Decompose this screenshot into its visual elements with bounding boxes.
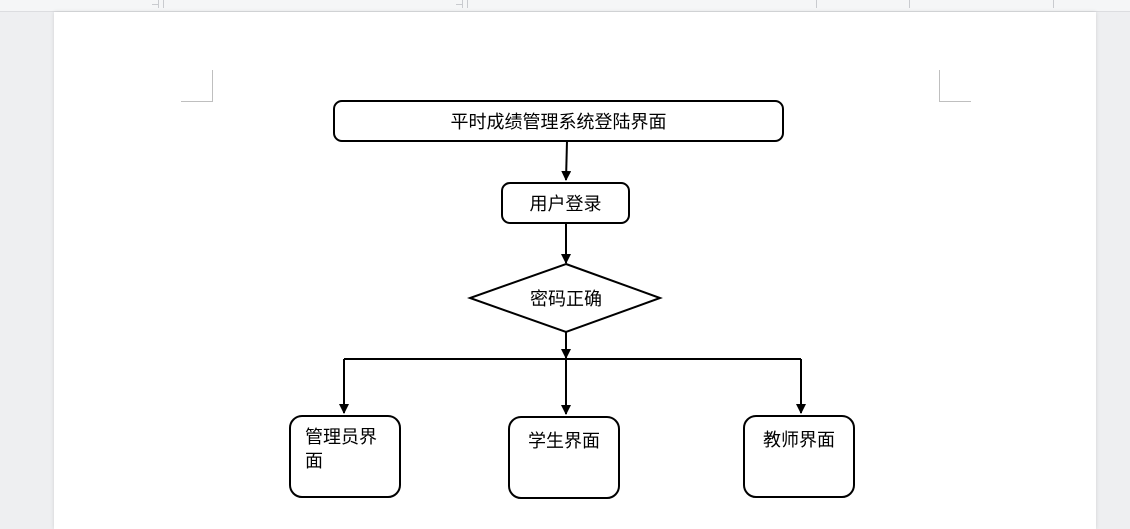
ruler-marker <box>152 0 158 5</box>
login-box[interactable]: 用户登录 <box>501 182 630 224</box>
ruler-marker <box>158 0 159 8</box>
ruler-marker <box>467 0 468 8</box>
ruler-marker <box>456 0 462 5</box>
flowchart-connectors <box>339 140 806 415</box>
margin-corner-mark <box>939 70 971 102</box>
student-box[interactable]: 学生界面 <box>508 416 620 499</box>
margin-corner-mark <box>181 70 213 102</box>
admin-box[interactable]: 管理员界面 <box>289 415 401 498</box>
teacher-box-label: 教师界面 <box>763 430 835 451</box>
decision-label: 密码正确 <box>470 264 662 332</box>
ruler-marker <box>1053 0 1054 8</box>
teacher-box[interactable]: 教师界面 <box>743 415 855 498</box>
ruler-toolbar-strip <box>0 0 1130 12</box>
ruler-marker <box>909 0 910 8</box>
title-box[interactable]: 平时成绩管理系统登陆界面 <box>333 100 784 142</box>
ruler-marker <box>462 0 463 8</box>
ruler-marker <box>816 0 817 8</box>
document-page[interactable]: 平时成绩管理系统登陆界面 用户登录 密码正确 管理员界面 学生界面 教师界面 <box>54 12 1096 529</box>
connector-arrow <box>561 140 572 181</box>
login-box-label: 用户登录 <box>529 194 602 215</box>
title-box-label: 平时成绩管理系统登陆界面 <box>450 112 667 133</box>
admin-box-label: 管理员界面 <box>305 427 377 472</box>
decision-text: 密码正确 <box>530 289 602 310</box>
ruler-marker <box>163 0 164 8</box>
decision-diamond <box>467 262 663 334</box>
student-box-label: 学生界面 <box>528 431 600 452</box>
